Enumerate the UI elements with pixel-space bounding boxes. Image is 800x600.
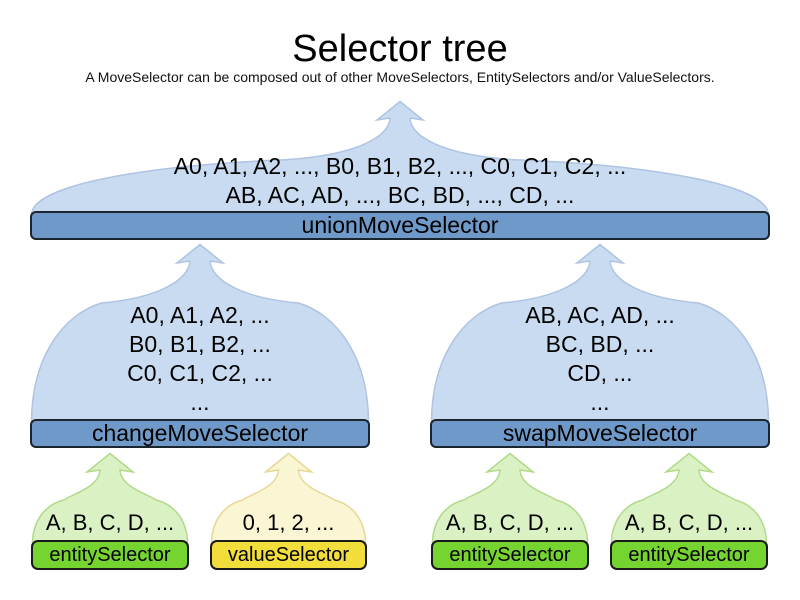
union-move-selector-bar: unionMoveSelector	[30, 211, 770, 240]
entity3-output-text: A, B, C, D, ...	[610, 509, 768, 536]
swap-move-selector-bar: swapMoveSelector	[430, 419, 770, 448]
swap-output-line-2: BC, BD, ...	[545, 331, 655, 357]
value-selector-label: valueSelector	[227, 543, 350, 566]
swap-move-selector-label: swapMoveSelector	[502, 420, 698, 446]
change-output-line-3: C0, C1, C2, ...	[127, 360, 273, 386]
entity3-output-line-1: A, B, C, D, ...	[624, 510, 754, 535]
swap-output-line-4: ...	[590, 389, 610, 415]
swap-output-line-1: AB, AC, AD, ...	[525, 302, 675, 328]
change-output-line-4: ...	[190, 389, 210, 415]
change-output-text: A0, A1, A2, ... B0, B1, B2, ... C0, C1, …	[30, 301, 370, 417]
change-move-selector-bar: changeMoveSelector	[30, 419, 370, 448]
change-output-line-2: B0, B1, B2, ...	[129, 331, 271, 357]
entity-selector-label-1: entitySelector	[49, 543, 171, 566]
union-output-line-2: AB, AC, AD, ..., BC, BD, ..., CD, ...	[225, 182, 575, 208]
entity-selector-bar-3: entitySelector	[610, 540, 768, 570]
swap-output-line-3: CD, ...	[567, 360, 633, 386]
entity-selector-bar-2: entitySelector	[431, 540, 589, 570]
entity-selector-label-3: entitySelector	[628, 543, 750, 566]
entity2-output-text: A, B, C, D, ...	[431, 509, 589, 536]
value-output-line-1: 0, 1, 2, ...	[242, 510, 335, 535]
change-move-selector-label: changeMoveSelector	[91, 420, 309, 446]
entity1-output-text: A, B, C, D, ...	[31, 509, 189, 536]
union-move-selector-label: unionMoveSelector	[301, 212, 499, 238]
entity2-output-line-1: A, B, C, D, ...	[445, 510, 575, 535]
swap-output-text: AB, AC, AD, ... BC, BD, ... CD, ... ...	[430, 301, 770, 417]
change-output-line-1: A0, A1, A2, ...	[130, 302, 270, 328]
entity-selector-label-2: entitySelector	[449, 543, 571, 566]
diagram-title: Selector tree	[292, 28, 508, 70]
entity-selector-bar-1: entitySelector	[31, 540, 189, 570]
union-output-line-1: A0, A1, A2, ..., B0, B1, B2, ..., C0, C1…	[173, 153, 627, 179]
value-output-text: 0, 1, 2, ...	[210, 509, 367, 536]
value-selector-bar: valueSelector	[210, 540, 367, 570]
diagram-subtitle: A MoveSelector can be composed out of ot…	[85, 69, 715, 85]
entity1-output-line-1: A, B, C, D, ...	[45, 510, 175, 535]
union-output-text: A0, A1, A2, ..., B0, B1, B2, ..., C0, C1…	[30, 152, 770, 210]
